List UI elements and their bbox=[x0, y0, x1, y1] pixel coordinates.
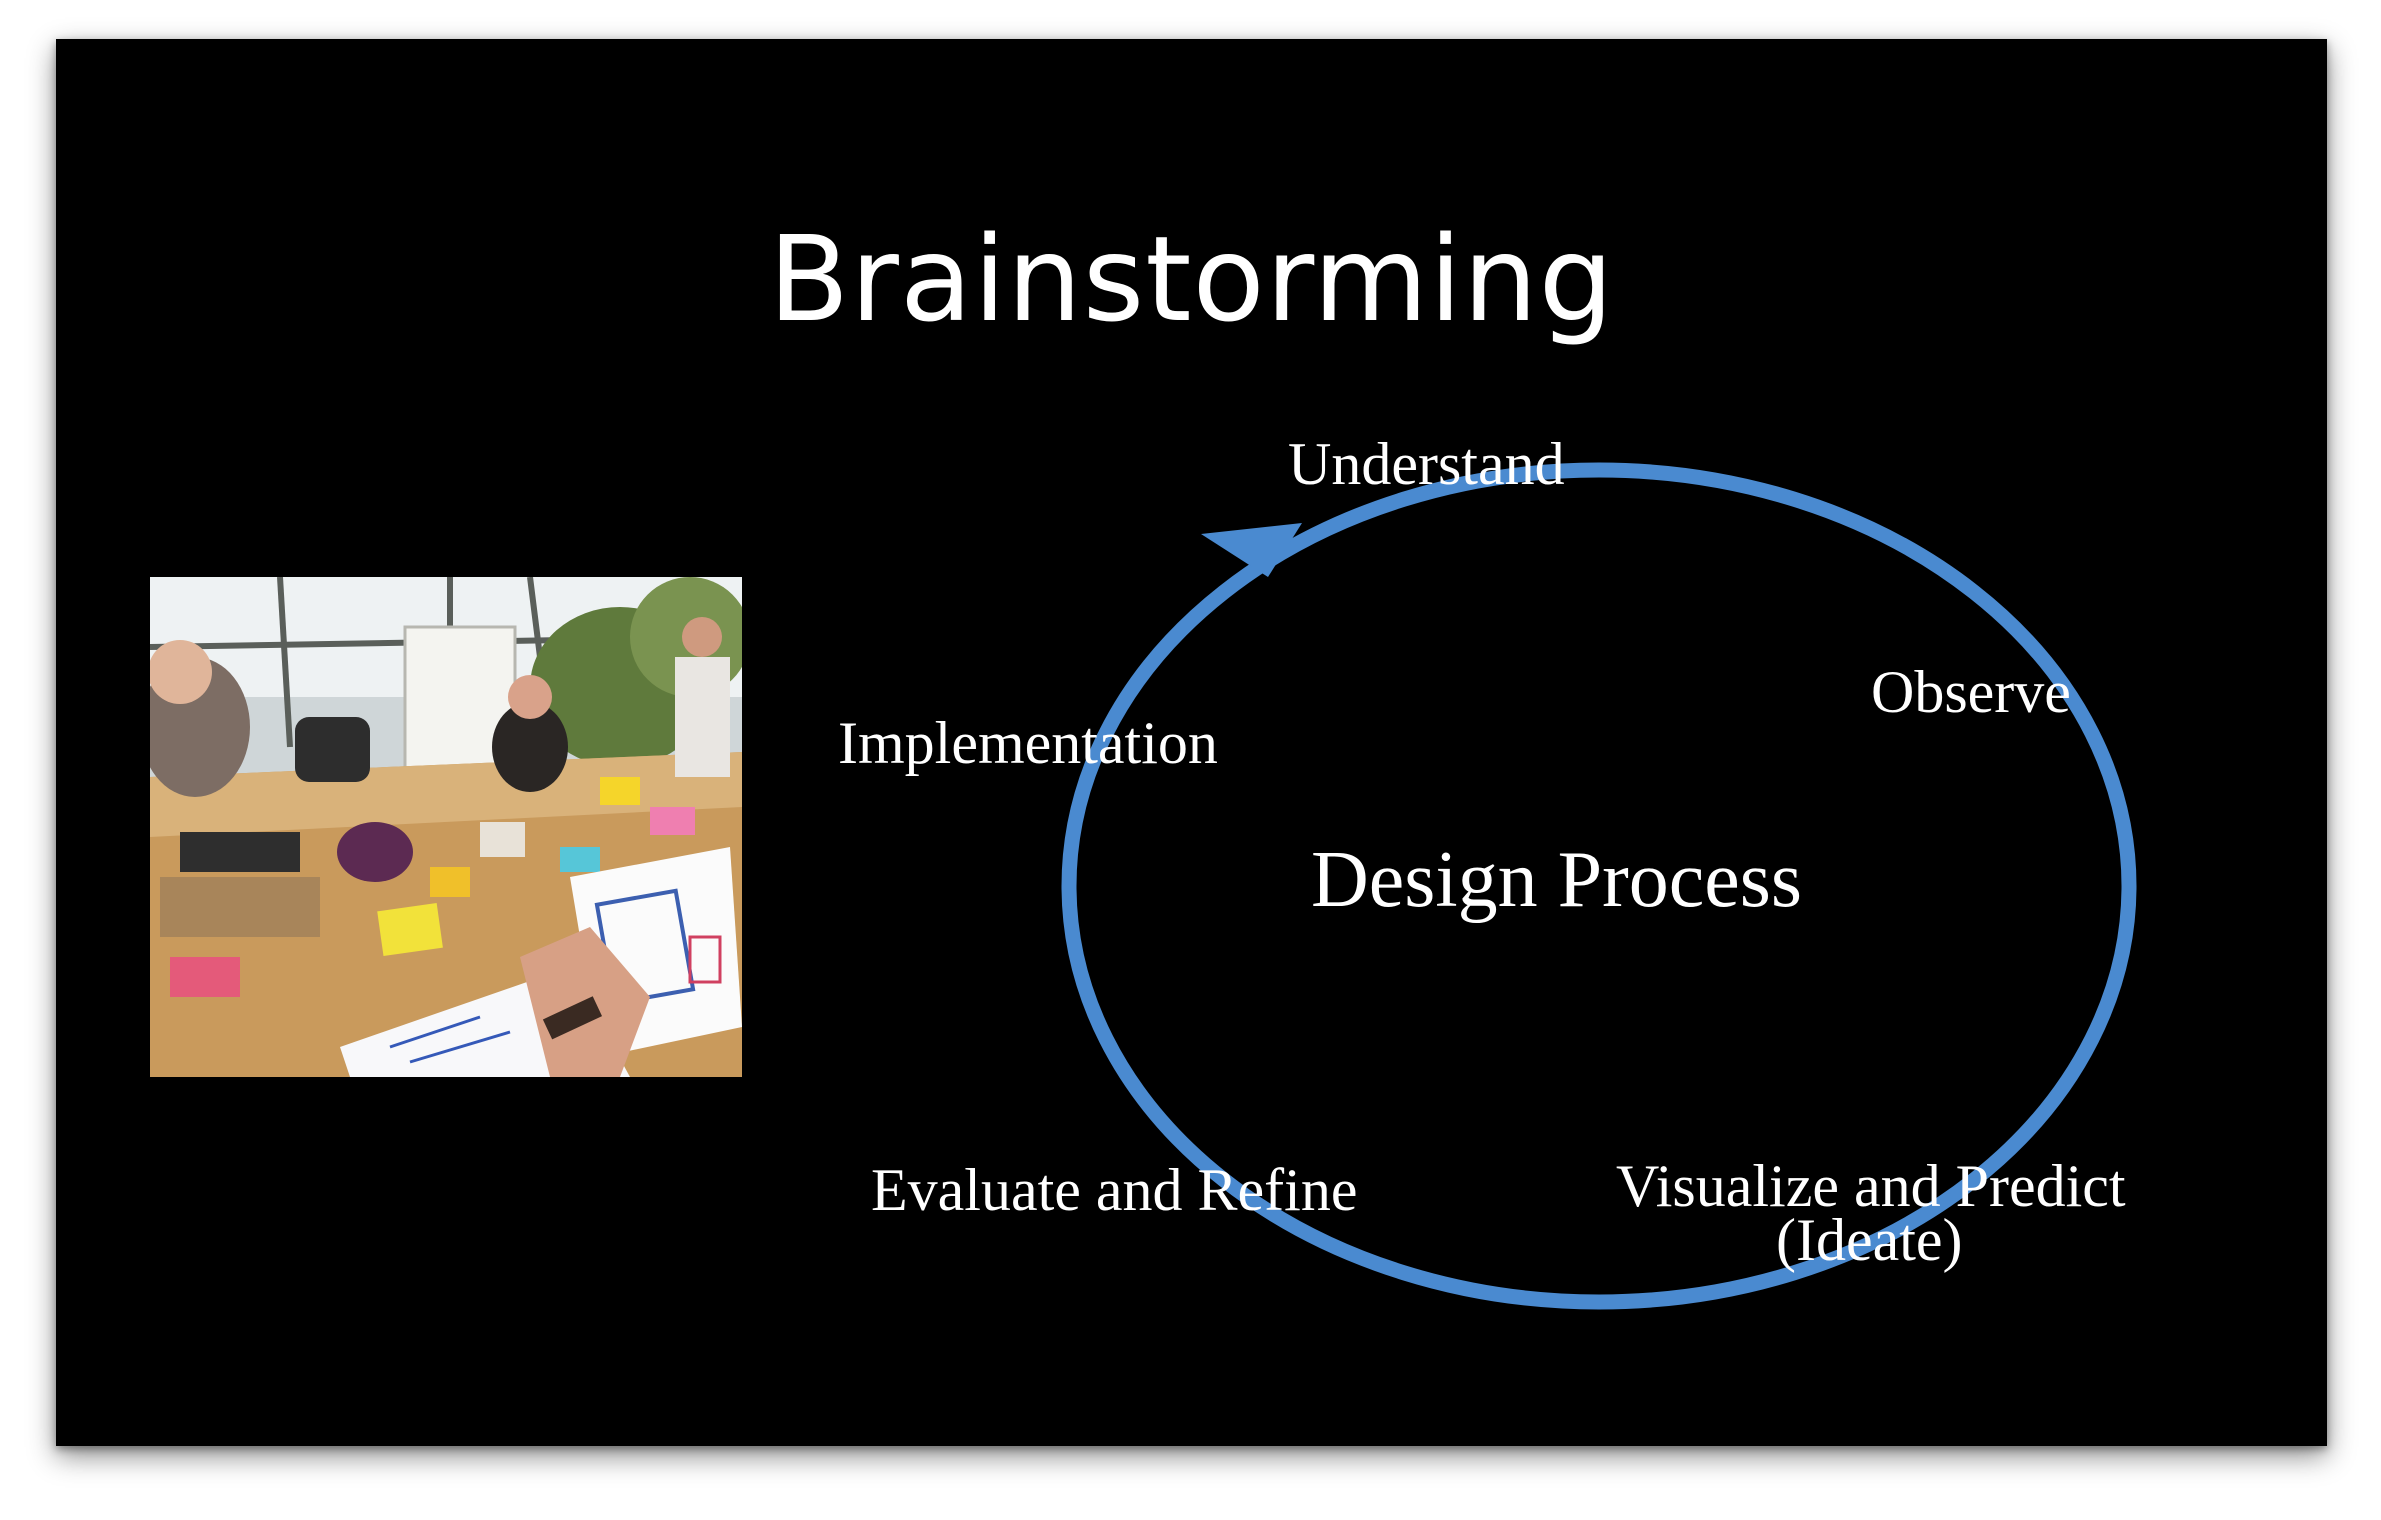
stage-visualize: Visualize and Predict bbox=[1616, 1153, 2126, 1219]
diagram-center-label: Design Process bbox=[1311, 836, 1803, 924]
stage-observe: Observe bbox=[1871, 659, 2071, 725]
presentation-slide: Brainstorming bbox=[56, 39, 2327, 1446]
stage-evaluate: Evaluate and Refine bbox=[871, 1157, 1358, 1223]
design-cycle-diagram bbox=[1061, 462, 2137, 1310]
cycle-ring bbox=[1061, 462, 2137, 1310]
stage-implementation: Implementation bbox=[838, 710, 1218, 776]
brainstorm-photo bbox=[150, 577, 742, 1077]
slide-title: Brainstorming bbox=[768, 210, 1615, 348]
stage-understand: Understand bbox=[1288, 431, 1565, 497]
stage-ideate: (Ideate) bbox=[1776, 1207, 1963, 1273]
cycle-arrowhead-icon bbox=[1201, 523, 1302, 577]
